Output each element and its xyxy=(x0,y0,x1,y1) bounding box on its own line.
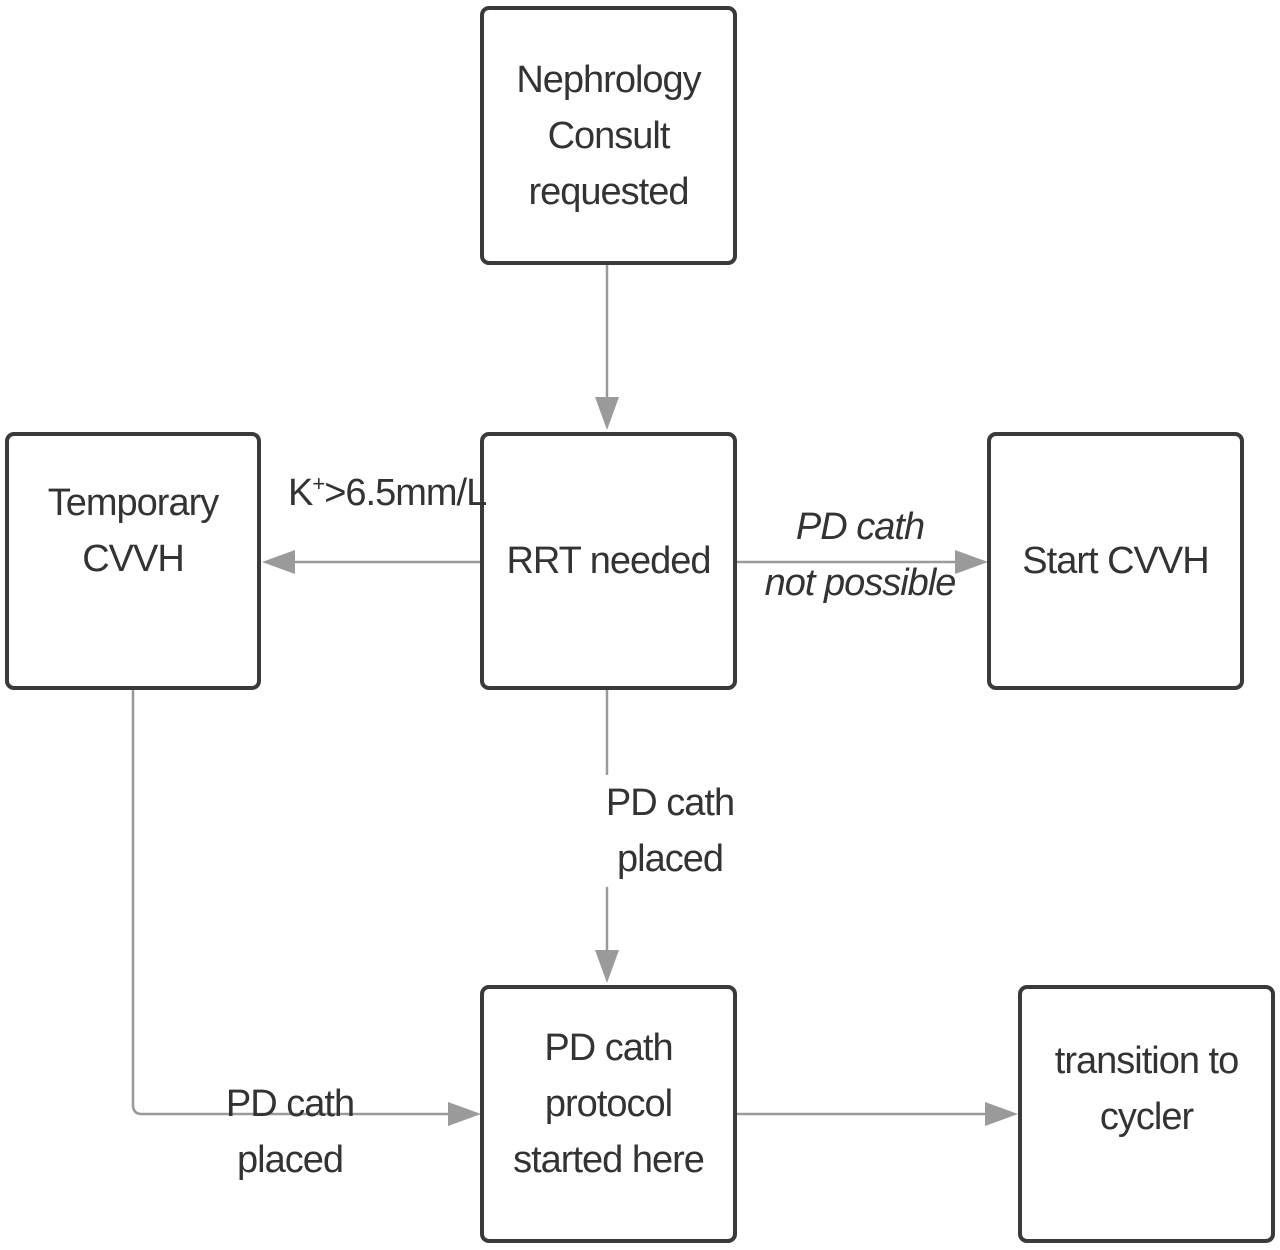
node-pd-cath-protocol-label: PD cath protocol started here xyxy=(513,1027,705,1181)
potassium-symbol: K xyxy=(288,472,313,514)
node-rrt-needed: RRT needed xyxy=(480,432,737,690)
node-start-cvvh-label: Start CVVH xyxy=(1022,540,1209,582)
arrowhead-right-start-cvvh xyxy=(955,550,988,574)
node-transition-to-cycler: transition to cycler xyxy=(1018,985,1275,1243)
node-nephrology-consult-label: Nephrology Consult requested xyxy=(516,58,701,213)
edge-label-pd-cath-placed-center: PD cath placed xyxy=(580,775,760,887)
edge-label-pd-cath-placed-left: PD cath placed xyxy=(225,1083,355,1181)
node-temporary-cvvh: Temporary CVVH xyxy=(5,432,261,690)
arrow-temporary-cvvh-to-protocol xyxy=(131,690,458,1116)
node-nephrology-consult: Nephrology Consult requested xyxy=(480,6,737,265)
node-transition-to-cycler-label: transition to cycler xyxy=(1054,1040,1239,1138)
edge-label-potassium: K+>6.5mm/L xyxy=(288,465,488,521)
node-start-cvvh: Start CVVH xyxy=(987,432,1244,690)
node-temporary-cvvh-label: Temporary CVVH xyxy=(47,482,219,580)
node-rrt-needed-label: RRT needed xyxy=(506,540,711,582)
arrowhead-down-rrt xyxy=(595,397,619,430)
potassium-superscript: + xyxy=(312,471,325,496)
arrowhead-left-temporary-cvvh xyxy=(262,550,295,574)
potassium-threshold: >6.5mm/L xyxy=(324,472,487,514)
arrowhead-down-protocol xyxy=(595,950,619,983)
node-pd-cath-protocol: PD cath protocol started here xyxy=(480,985,737,1243)
arrowhead-right-protocol xyxy=(448,1102,481,1126)
edge-label-pd-cath-not-possible: PD cath not possible xyxy=(764,506,957,604)
arrowhead-right-cycler xyxy=(985,1102,1018,1126)
